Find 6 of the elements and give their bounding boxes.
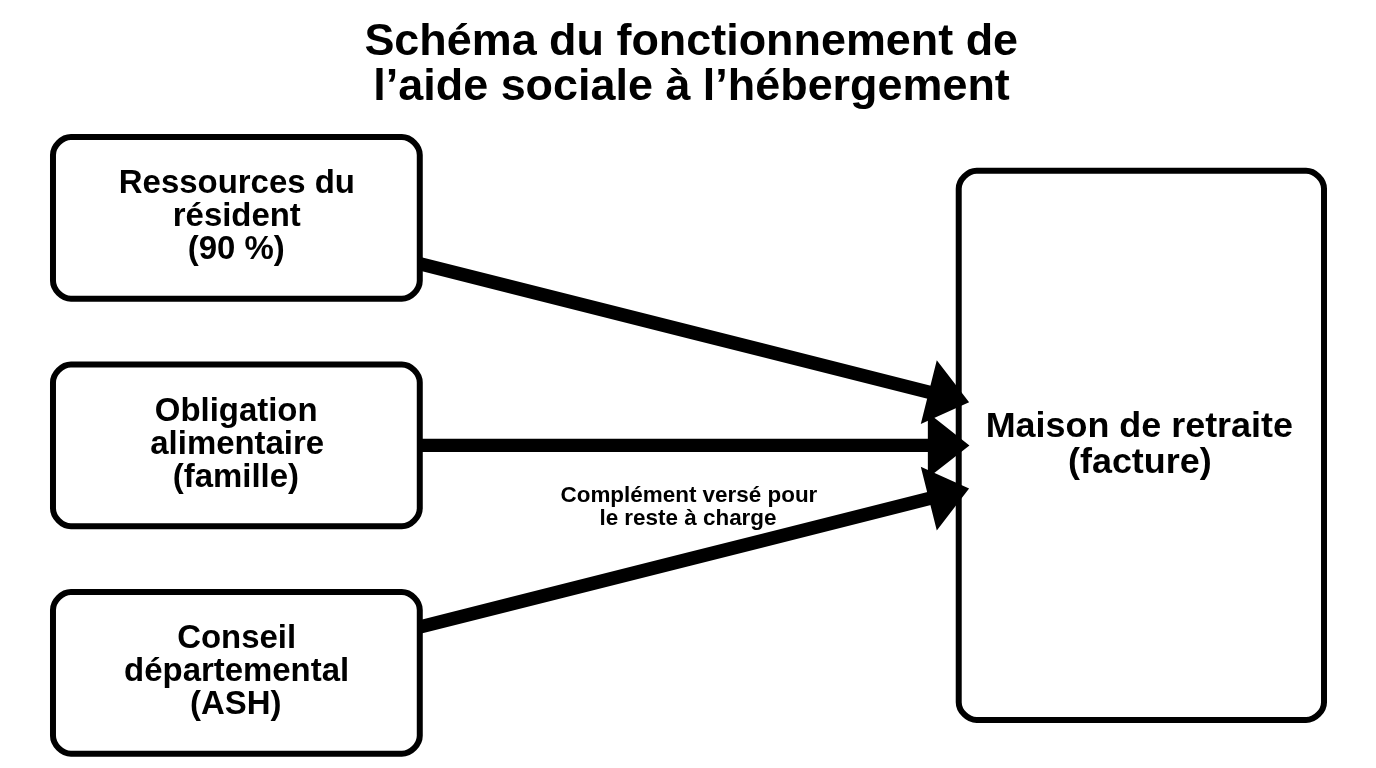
edge-label: Complément versé pour le reste à charge (560, 482, 817, 530)
node-box: Ressources du résident (90 %) (49, 134, 423, 302)
diagram-title: Schéma du fonctionnement de l’aide sociale à l’hébergement (363, 13, 1018, 110)
node-box: Conseil départemental (ASH) (49, 589, 423, 757)
node-box: Maison de retraite (facture) (955, 167, 1327, 724)
node-box: Obligation alimentaire (famille) (49, 361, 423, 530)
